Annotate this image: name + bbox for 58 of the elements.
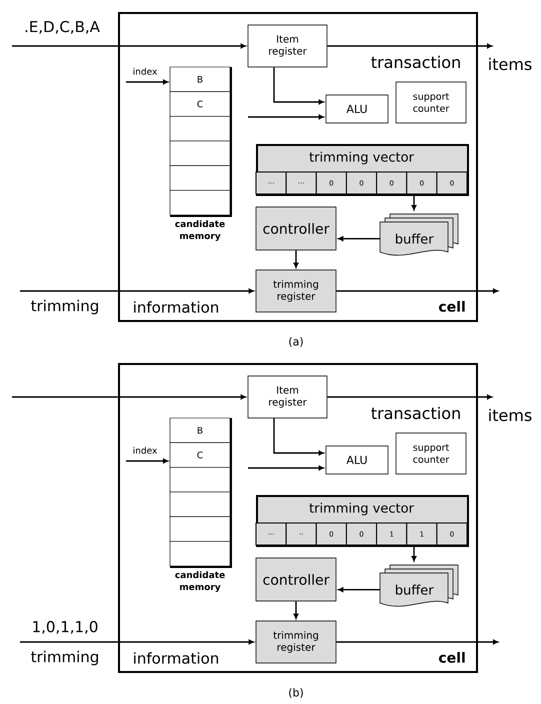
text-label: trimming [31, 650, 98, 666]
text-label: transaction items [371, 56, 532, 70]
arrow [126, 80, 168, 84]
memory-slot [170, 140, 230, 166]
caption: (b) [289, 688, 303, 698]
arrow [412, 547, 416, 562]
arrow [327, 44, 492, 48]
memory-slot: C [170, 91, 230, 117]
edge-label: 1,0,1,1,0 [33, 620, 98, 634]
arrow [20, 288, 254, 294]
arrow [126, 458, 168, 464]
buffer-stack: buffer [380, 564, 458, 607]
counter-box: support counter [396, 82, 466, 124]
node-label: candidate memory [175, 571, 225, 592]
arrow [294, 601, 298, 619]
buffer-stack: buffer [380, 214, 458, 256]
memory-slot: C [170, 442, 230, 468]
arrow [294, 250, 298, 268]
text-label: information [134, 301, 218, 313]
arrow [248, 114, 324, 120]
arrow [273, 67, 324, 104]
arrow [20, 640, 254, 644]
memory-slot [170, 467, 230, 492]
counter-box: support counter [396, 432, 466, 474]
text-label: information [134, 652, 218, 664]
edge-label: .E,D,C,B,A [26, 20, 100, 34]
text-label: trimming [31, 300, 98, 314]
register-box: Item register [248, 24, 328, 68]
arrow [273, 418, 324, 456]
arrow [338, 236, 380, 242]
controller-box: controller [256, 558, 336, 602]
memory-slot [170, 516, 230, 542]
arrow [412, 196, 416, 210]
edge-label: index [134, 446, 158, 454]
register-box: Item register [248, 376, 328, 418]
caption: (a) [289, 337, 303, 347]
node-label: candidate memory [175, 220, 225, 241]
memory-slot [170, 541, 230, 566]
edge-label: index [134, 68, 158, 75]
arrow [336, 640, 498, 644]
memory-slot [170, 116, 230, 142]
register-box: trimming register [256, 620, 336, 664]
memory-slot [170, 190, 230, 216]
register-box: trimming register [256, 270, 336, 312]
alu-box: ALU [326, 94, 388, 124]
alu-box: ALU [326, 446, 388, 474]
arrow [248, 466, 324, 470]
memory-slot [170, 165, 230, 191]
arrow [327, 394, 492, 400]
memory-slot [170, 492, 230, 517]
memory-slot: B [170, 418, 230, 443]
arrow [338, 587, 380, 592]
arrow [336, 288, 498, 294]
controller-box: controller [256, 206, 336, 250]
arrow [12, 44, 246, 48]
arrow [12, 394, 246, 400]
text-label: transaction items [371, 406, 532, 422]
memory-slot: B [170, 66, 230, 92]
